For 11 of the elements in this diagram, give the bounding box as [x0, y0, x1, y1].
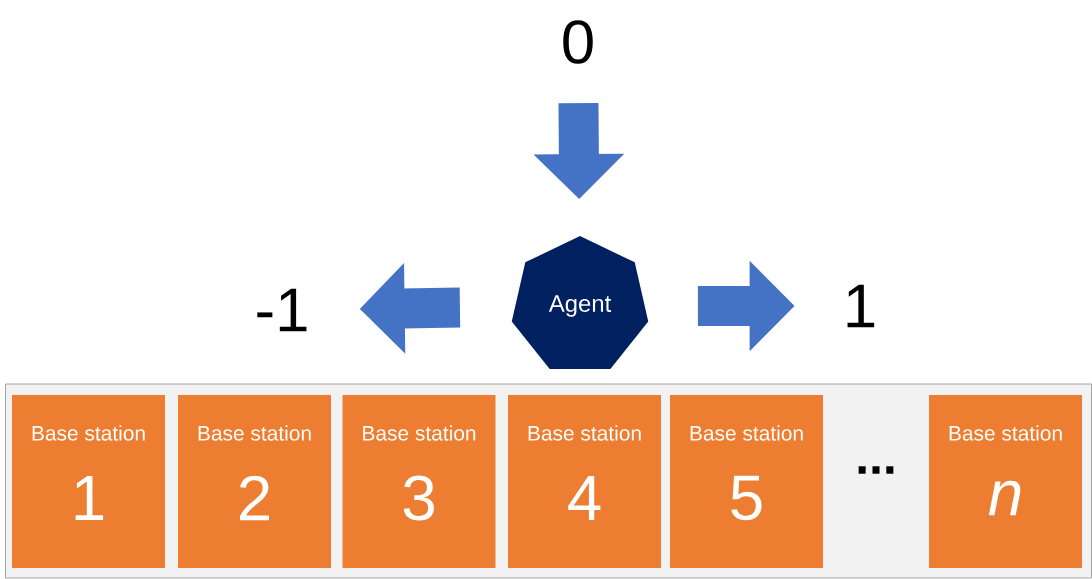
action-value: 0: [563, 20, 593, 64]
action-value: -1: [257, 288, 307, 332]
base-station-box: Base station 1: [12, 395, 165, 568]
base-station-box: Base station 3: [342, 395, 496, 568]
agent-heptagon: Agent: [511, 236, 649, 370]
base-station-box: Base station 4: [508, 395, 661, 568]
ellipsis: ...: [858, 466, 894, 474]
base-station-box: Base station 2: [178, 395, 331, 568]
base-station-box: Base station 5: [670, 395, 823, 568]
base-station-box: Base station n: [929, 395, 1082, 568]
action-value: 1: [847, 284, 875, 328]
